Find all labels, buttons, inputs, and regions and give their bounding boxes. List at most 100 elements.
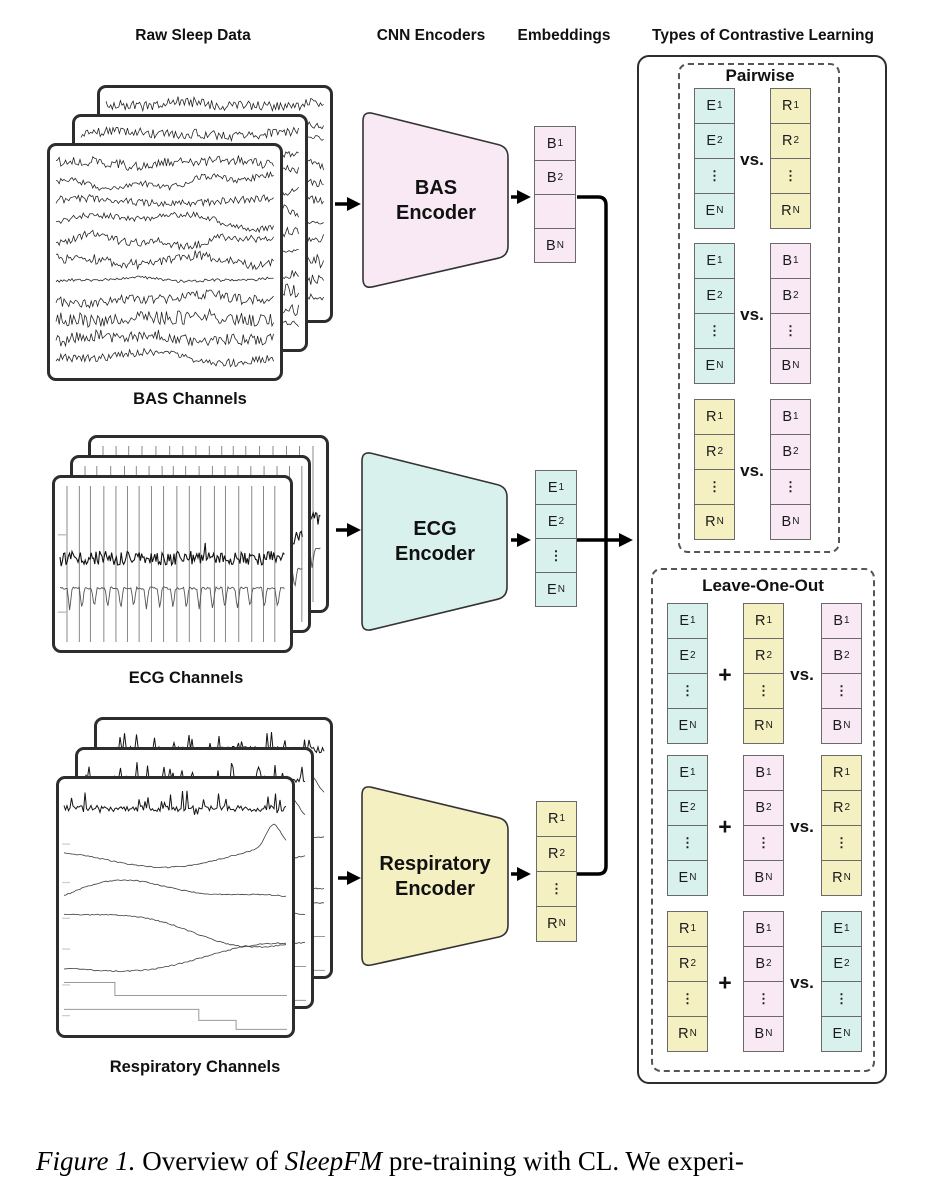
cell-letter: B bbox=[782, 288, 793, 304]
resp-encoder-line2: Encoder bbox=[394, 878, 476, 900]
pairwise-vs-label: vs. bbox=[740, 305, 764, 324]
signal-trace bbox=[63, 942, 287, 973]
cell-letter: B bbox=[833, 648, 844, 664]
signal-trace bbox=[63, 823, 287, 869]
pairwise-cell-resp: ⋮ bbox=[770, 158, 811, 194]
cell-letter: B bbox=[754, 1026, 765, 1042]
signal-trace bbox=[55, 171, 274, 191]
cell-letter: R bbox=[705, 514, 716, 530]
cell-letter: B bbox=[833, 613, 844, 629]
cell-letter: E bbox=[706, 253, 717, 269]
header-embeddings: Embeddings bbox=[517, 27, 611, 44]
header-cnn-encoders: CNN Encoders bbox=[376, 27, 486, 44]
signal-trace bbox=[80, 126, 299, 143]
signal-trace bbox=[55, 250, 274, 271]
cell-letter: E bbox=[679, 800, 690, 816]
cell-letter: E bbox=[678, 870, 689, 886]
signal-trace bbox=[59, 542, 285, 567]
caption-model-name: SleepFM bbox=[284, 1146, 383, 1176]
pairwise-cell-ecg: ⋮ bbox=[694, 313, 735, 349]
signal-trace bbox=[55, 193, 274, 208]
signal-trace bbox=[55, 155, 274, 172]
ecg-encoder-label: ECG Encoder bbox=[395, 517, 475, 567]
cell-letter: B bbox=[755, 921, 766, 937]
loo-cell-resp: ⋮ bbox=[667, 981, 708, 1017]
caption-text-1: Overview of bbox=[135, 1146, 285, 1176]
loo-cell-ecg: ⋮ bbox=[667, 673, 708, 709]
cell-letter: E bbox=[706, 288, 717, 304]
signal-trace bbox=[55, 308, 274, 329]
loo-plus-label: + bbox=[718, 661, 732, 688]
cell-letter: B bbox=[755, 765, 766, 781]
loo-cell-bas: ⋮ bbox=[821, 673, 862, 709]
cell-letter: E bbox=[547, 581, 557, 598]
loo-vs-label: vs. bbox=[790, 973, 814, 992]
leave-one-out-box bbox=[651, 568, 875, 1072]
embedding-cell-bas bbox=[534, 194, 576, 229]
cell-letter: R bbox=[754, 718, 765, 734]
signal-trace bbox=[55, 347, 274, 368]
embedding-cell-ecg: ⋮ bbox=[535, 538, 577, 573]
header-raw-sleep-data: Raw Sleep Data bbox=[135, 27, 251, 44]
loo-cell-bas: ⋮ bbox=[743, 981, 784, 1017]
cell-letter: R bbox=[705, 444, 717, 460]
cell-letter: B bbox=[755, 800, 766, 816]
cell-letter: E bbox=[706, 133, 717, 149]
cell-letter: R bbox=[781, 98, 793, 114]
cell-letter: E bbox=[833, 921, 844, 937]
signal-trace bbox=[63, 790, 287, 815]
cell-letter: E bbox=[705, 203, 716, 219]
loo-plus-label: + bbox=[718, 969, 732, 996]
leave-one-out-title: Leave-One-Out bbox=[702, 576, 824, 595]
caption-text-2: pre-training with CL. We experi- bbox=[382, 1146, 744, 1176]
ecg-encoder-line2: Encoder bbox=[394, 543, 476, 565]
figure-caption: Figure 1. Overview of SleepFM pre-traini… bbox=[36, 1146, 926, 1177]
pairwise-cell-bas: ⋮ bbox=[770, 469, 811, 505]
signal-trace bbox=[55, 329, 274, 348]
ecg-encoder-line1: ECG bbox=[413, 518, 457, 540]
cell-letter: E bbox=[679, 765, 690, 781]
cell-letter: R bbox=[678, 956, 690, 972]
resp-signal-card bbox=[56, 776, 295, 1038]
connector-trunk bbox=[577, 195, 608, 876]
cell-letter: R bbox=[754, 648, 766, 664]
cell-letter: R bbox=[678, 1026, 689, 1042]
cell-letter: R bbox=[832, 765, 844, 781]
cell-letter: E bbox=[832, 1026, 843, 1042]
pairwise-cell-bas: ⋮ bbox=[770, 313, 811, 349]
embedding-cell-resp: ⋮ bbox=[536, 871, 577, 907]
cell-letter: B bbox=[546, 135, 557, 152]
resp-stack-label: Respiratory Channels bbox=[109, 1058, 281, 1076]
loo-cell-ecg: ⋮ bbox=[667, 825, 708, 861]
pairwise-vs-label: vs. bbox=[740, 150, 764, 169]
cell-letter: R bbox=[705, 409, 717, 425]
resp-encoder-line1: Respiratory bbox=[379, 853, 491, 875]
cell-letter: E bbox=[833, 956, 844, 972]
